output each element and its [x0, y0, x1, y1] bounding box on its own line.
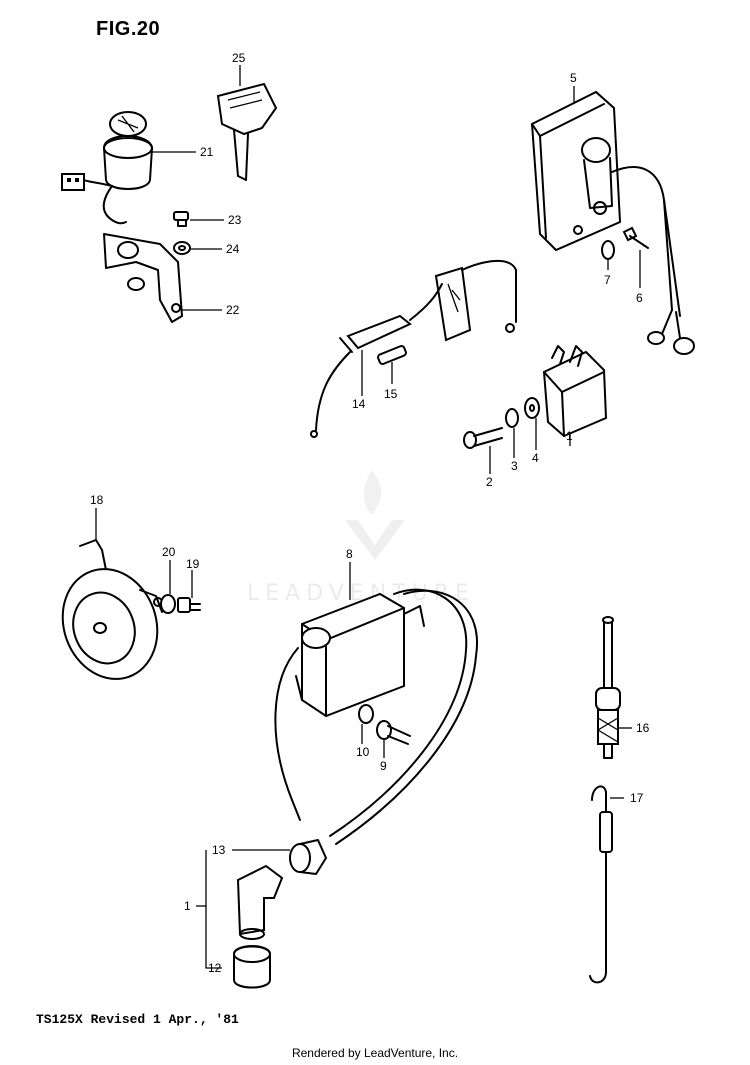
callout-6: 6: [636, 291, 643, 305]
washer-part-20: [160, 594, 176, 614]
callout-1-regulator: 1: [566, 429, 573, 443]
callout-22: 22: [226, 303, 240, 317]
switch-bracket-part: [103, 233, 183, 323]
bolt-part-9: [376, 720, 411, 745]
washer-part-7: [601, 240, 615, 260]
bolt-part-19: [177, 597, 201, 613]
callout-9: 9: [380, 759, 387, 773]
callout-24: 24: [226, 242, 240, 256]
callout-16: 16: [636, 721, 650, 735]
callout-1-assembly: 1: [184, 899, 191, 913]
cdi-unit-part: [530, 90, 695, 355]
fuse-holder-part: [310, 259, 517, 438]
screw-part-6: [622, 226, 649, 249]
plug-cap-part: [236, 864, 284, 940]
horn-part: [61, 539, 163, 680]
callout-17: 17: [630, 791, 644, 805]
callout-10: 10: [356, 745, 370, 759]
ignition-switch-part: [61, 111, 153, 225]
callout-4: 4: [532, 451, 539, 465]
washer-part-4: [524, 397, 540, 419]
rendered-by-credit: Rendered by LeadVenture, Inc.: [291, 1046, 459, 1060]
spring-part-17: [589, 785, 613, 984]
washer-part-10: [358, 704, 374, 724]
fuse-part-15: [377, 345, 407, 365]
cap-part-13: [289, 839, 327, 875]
callout-2: 2: [486, 475, 493, 489]
callout-25: 25: [232, 51, 246, 65]
callout-14: 14: [352, 397, 366, 411]
callout-18: 18: [90, 493, 104, 507]
washer-part-24: [173, 241, 191, 255]
screw-part-23: [173, 211, 189, 227]
lead-sleeve-part-16: [595, 616, 621, 759]
callout-23: 23: [228, 213, 242, 227]
figure-title: FIG.20: [96, 18, 161, 40]
callout-8: 8: [346, 547, 353, 561]
ignition-coil-part: [274, 588, 479, 845]
callout-5: 5: [570, 71, 577, 85]
model-revision-label: TS125X Revised 1 Apr., '81: [36, 1012, 239, 1027]
callout-21: 21: [200, 145, 214, 159]
ignition-key-part: [216, 82, 278, 181]
callout-12: 12: [208, 961, 222, 975]
callout-19: 19: [186, 557, 200, 571]
screw-part-2: [463, 427, 503, 449]
callout-13: 13: [212, 843, 226, 857]
regulator-part-1: [542, 345, 608, 438]
watermark-logo: LEADVENTURE: [247, 470, 469, 606]
leader-lines: [95, 65, 641, 969]
callout-15: 15: [384, 387, 398, 401]
rubber-boot-part-12: [233, 945, 271, 989]
callout-20: 20: [162, 545, 176, 559]
callout-3: 3: [511, 459, 518, 473]
washer-part-3: [505, 408, 519, 428]
callout-7: 7: [604, 273, 611, 287]
